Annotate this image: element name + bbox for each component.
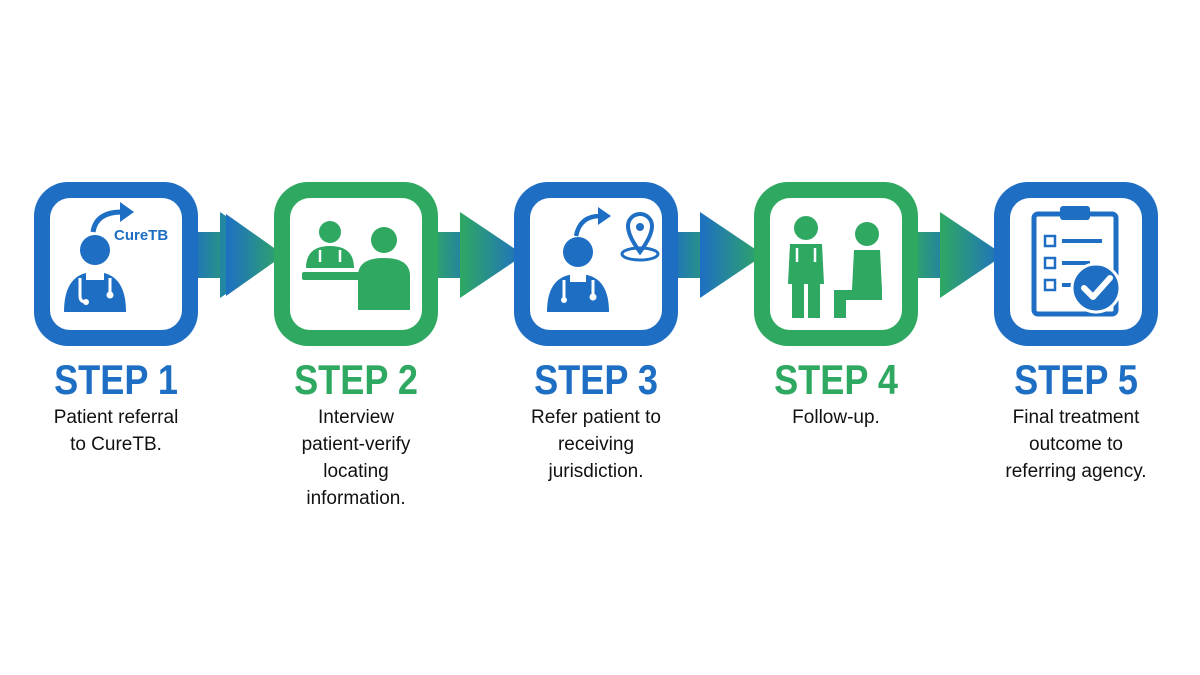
step-4-description-line: Follow-up.	[792, 407, 880, 428]
step-2-title: STEP 2	[294, 356, 418, 403]
step-3-title: STEP 3	[534, 356, 658, 403]
step-3-description-line: jurisdiction.	[548, 461, 644, 482]
step-2-description-line: Interview	[317, 407, 395, 428]
step-4-box	[754, 182, 918, 346]
step-1-description: Patient referral to CureTB.	[11, 404, 221, 458]
step-3-box	[514, 182, 678, 346]
doctor-interview-patient-icon	[302, 221, 410, 310]
arrow-connector-4-5	[910, 212, 1004, 298]
step-5-description-line: referring agency.	[1005, 461, 1147, 482]
curetb-icon-label: CureTB	[114, 227, 168, 244]
step-3-description-line: receiving	[557, 434, 635, 455]
step-2-description: Interview patient-verify locating inform…	[251, 404, 461, 512]
arrow-connector-3-4	[670, 212, 764, 298]
step-4-description: Follow-up.	[731, 404, 941, 431]
doctor-referral-arrow-icon: CureTB	[64, 202, 168, 312]
step-5-description: Final treatment outcome to referring age…	[971, 404, 1181, 485]
arrow-connector-2-3	[430, 212, 524, 298]
step-1-description-line: Patient referral	[53, 407, 179, 428]
step-1-box	[34, 182, 198, 346]
step-2-description-line: patient-verify	[301, 434, 411, 455]
step-1-description-line: to CureTB.	[70, 434, 162, 455]
clipboard-checkmark-icon	[1031, 206, 1122, 317]
step-4-title: STEP 4	[774, 356, 898, 403]
step-3-description: Refer patient to receiving jurisdiction.	[491, 404, 701, 485]
doctor-location-pin-icon	[547, 207, 660, 312]
step-5-description-line: Final treatment	[1012, 407, 1140, 428]
doctor-seated-patient-icon	[788, 216, 882, 318]
step-3-description-line: Refer patient to	[531, 407, 661, 428]
arrow-connector-1-2	[190, 212, 284, 298]
step-1-title: STEP 1	[54, 356, 178, 403]
step-2-description-line: information.	[306, 488, 406, 509]
step-5-title: STEP 5	[1014, 356, 1138, 403]
step-2-box	[274, 182, 438, 346]
step-5-description-line: outcome to	[1029, 434, 1123, 455]
step-2-description-line: locating	[323, 461, 389, 482]
